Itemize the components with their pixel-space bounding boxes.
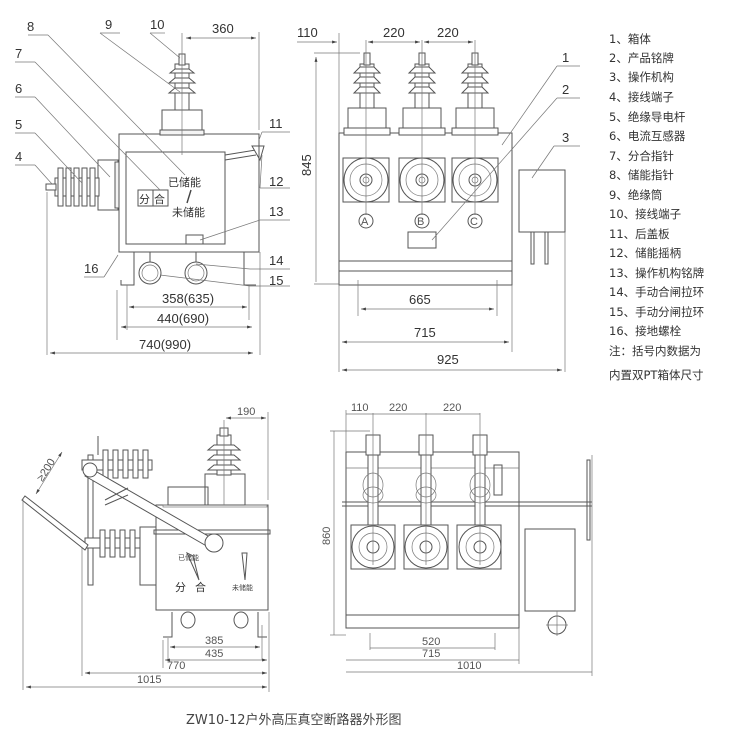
callout-2: 2 bbox=[562, 82, 569, 97]
dim-665: 665 bbox=[409, 292, 431, 307]
dim-220a-2: 220 bbox=[389, 402, 407, 414]
base-frame bbox=[119, 251, 259, 286]
dim-220a: 220 bbox=[383, 25, 405, 40]
front-view-top: A B C 1 2 3 110 220 220 845 665 bbox=[297, 25, 580, 372]
legend-item-4: 4、接线端子 bbox=[609, 90, 674, 104]
product-nameplate bbox=[407, 231, 437, 249]
legend-item-2: 2、产品铭牌 bbox=[609, 51, 674, 65]
side-view-bottom: 已储能 分 合 未储能 190 ≥200 385 435 770 1015 bbox=[21, 406, 271, 692]
legend-item-6: 6、电流互感器 bbox=[609, 129, 686, 143]
legend-item-13: 13、操作机构铭牌 bbox=[609, 266, 704, 280]
legend-note-2: 内置双PT箱体尺寸 bbox=[609, 368, 703, 382]
dim-860: 860 bbox=[321, 527, 333, 545]
dim-220b-2: 220 bbox=[443, 402, 461, 414]
side-view-top: 分 合 已储能 未储能 bbox=[15, 17, 290, 355]
legend-item-5: 5、绝缘导电杆 bbox=[609, 110, 686, 124]
legend-item-15: 15、手动分闸拉环 bbox=[609, 305, 704, 319]
dim-360: 360 bbox=[212, 21, 234, 36]
callout-10: 10 bbox=[150, 17, 164, 32]
charge-pointer-2 bbox=[241, 552, 248, 581]
charge-pointer bbox=[186, 189, 192, 204]
legend-item-8: 8、储能指针 bbox=[609, 168, 674, 182]
dim-110-2: 110 bbox=[351, 402, 369, 414]
open-label-2: 分 bbox=[175, 581, 186, 594]
callout-14: 14 bbox=[269, 253, 283, 268]
phase-b-label: B bbox=[417, 216, 424, 228]
callout-15: 15 bbox=[269, 273, 283, 288]
open-label: 分 bbox=[139, 193, 150, 206]
top-insulator-2 bbox=[204, 420, 246, 506]
legend-item-7: 7、分合指针 bbox=[609, 149, 674, 163]
legend-item-11: 11、后盖板 bbox=[609, 227, 670, 241]
dim-190: 190 bbox=[237, 406, 255, 418]
uncharged-label: 未储能 bbox=[172, 205, 205, 219]
dim-770: 770 bbox=[167, 660, 185, 672]
dim-385: 385 bbox=[205, 635, 223, 647]
crank-handle bbox=[251, 145, 265, 162]
dim-angle: ≥200 bbox=[35, 457, 58, 484]
pole-c bbox=[456, 413, 502, 570]
phase-c-label: C bbox=[470, 216, 478, 228]
callout-1: 1 bbox=[562, 50, 569, 65]
callout-13: 13 bbox=[269, 204, 283, 219]
dim-358: 358(635) bbox=[162, 291, 214, 306]
callout-6: 6 bbox=[15, 81, 22, 96]
legend-item-12: 12、储能摇柄 bbox=[609, 246, 681, 260]
legend-item-1: 1、箱体 bbox=[609, 32, 651, 46]
callout-16: 16 bbox=[84, 261, 98, 276]
callout-12: 12 bbox=[269, 174, 283, 189]
legend-item-9: 9、绝缘筒 bbox=[609, 188, 662, 202]
charged-label: 已储能 bbox=[168, 175, 201, 189]
dim-110: 110 bbox=[297, 25, 318, 40]
legend-item-14: 14、手动合闸拉环 bbox=[609, 285, 704, 299]
mechanism-panel bbox=[125, 151, 226, 245]
pole-a bbox=[350, 413, 396, 570]
legend-item-16: 16、接地螺栓 bbox=[609, 324, 682, 338]
dim-220b: 220 bbox=[437, 25, 459, 40]
dim-715: 715 bbox=[414, 325, 436, 340]
callout-8: 8 bbox=[27, 19, 34, 34]
close-label: 合 bbox=[154, 192, 165, 206]
callout-7: 7 bbox=[15, 46, 22, 61]
insulated-conductor-rod bbox=[45, 167, 100, 207]
dim-440: 440(690) bbox=[157, 311, 209, 326]
uncharged-label-2: 未储能 bbox=[232, 583, 253, 592]
close-label-2: 合 bbox=[195, 580, 206, 594]
pole-b bbox=[403, 413, 449, 570]
bushing-c bbox=[451, 40, 499, 215]
bushing-b bbox=[398, 40, 446, 215]
top-insulator bbox=[159, 33, 205, 155]
legend-note-1: 注：括号内数据为 bbox=[609, 344, 701, 358]
callout-4: 4 bbox=[15, 149, 22, 164]
legend-item-10: 10、接线端子 bbox=[609, 207, 681, 221]
legend-item-3: 3、操作机构 bbox=[609, 70, 674, 84]
operating-mechanism bbox=[518, 169, 566, 233]
callout-9: 9 bbox=[105, 17, 112, 32]
dim-line-angle bbox=[35, 451, 63, 495]
phase-a-label: A bbox=[361, 216, 369, 228]
callout-11: 11 bbox=[269, 116, 283, 131]
open-close-pointer bbox=[185, 551, 200, 581]
operating-mechanism-2 bbox=[524, 528, 576, 612]
dim-715-2: 715 bbox=[422, 648, 440, 660]
bushing-a bbox=[342, 40, 391, 215]
dim-740: 740(990) bbox=[139, 337, 191, 352]
parts-legend: 1、箱体 2、产品铭牌 3、操作机构 4、接线端子 5、绝缘导电杆 6、电流互感… bbox=[609, 32, 704, 382]
nameplate-13 bbox=[185, 234, 204, 245]
callout-leaders bbox=[15, 32, 290, 287]
dim-1015: 1015 bbox=[137, 674, 161, 686]
dim-1010: 1010 bbox=[457, 660, 481, 672]
dim-845: 845 bbox=[299, 154, 314, 176]
dim-435: 435 bbox=[205, 648, 223, 660]
disconnector-assembly bbox=[21, 436, 224, 586]
front-view-bottom: 110 220 220 860 520 715 1010 bbox=[321, 402, 593, 676]
dim-925: 925 bbox=[437, 352, 459, 367]
figure-caption: ZW10-12户外高压真空断路器外形图 bbox=[186, 712, 402, 728]
callout-5: 5 bbox=[15, 117, 22, 132]
callout-3: 3 bbox=[562, 130, 569, 145]
dim-520: 520 bbox=[422, 636, 440, 648]
